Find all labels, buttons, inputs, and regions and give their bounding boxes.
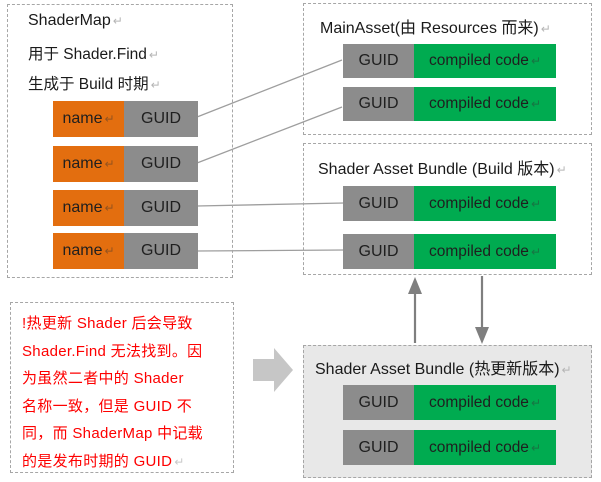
return-mark: ↵	[148, 48, 159, 62]
return-mark: ↵	[530, 244, 541, 259]
name-cell: name↵	[53, 190, 124, 226]
return-mark: ↵	[104, 112, 115, 126]
note-line: 为虽然二者中的 Shader	[22, 370, 184, 387]
note-line-text: 的是发布时期的 GUID	[22, 452, 173, 470]
shadermap-row: name↵ GUID	[53, 146, 198, 182]
shadermap-subtitle1-text: 用于 Shader.Find	[28, 46, 147, 63]
return-mark: ↵	[530, 196, 541, 211]
return-mark: ↵	[530, 440, 541, 455]
name-label: name	[62, 199, 103, 216]
compiled-code-label: compiled code	[428, 194, 529, 212]
hotupdate-bundle-title-text: Shader Asset Bundle (热更新版本)	[315, 361, 560, 378]
guid-cell: GUID	[124, 190, 198, 226]
compiled-code-cell: compiled code↵	[414, 234, 556, 269]
note-box: !热更新 Shader 后会导致 Shader.Find 无法找到。因 为虽然二…	[10, 302, 234, 473]
hotupdate-bundle-row: GUID compiled code↵	[343, 385, 556, 420]
build-bundle-row: GUID compiled code↵	[343, 186, 556, 221]
shadermap-subtitle-2: 生成于 Build 时期↵	[28, 72, 161, 94]
note-line: 同，而 ShaderMap 中记载	[22, 425, 203, 442]
hotupdate-bundle-title: Shader Asset Bundle (热更新版本)↵	[315, 355, 572, 379]
mainasset-title: MainAsset(由 Resources 而来)↵	[320, 14, 551, 38]
return-mark: ↵	[112, 14, 123, 28]
return-mark: ↵	[530, 395, 541, 410]
return-mark: ↵	[104, 157, 115, 171]
compiled-code-cell: compiled code↵	[414, 385, 556, 420]
block-arrow-icon	[253, 348, 293, 392]
return-mark: ↵	[556, 163, 567, 177]
guid-cell: GUID	[124, 146, 198, 182]
build-bundle-title-text: Shader Asset Bundle (Build 版本)	[318, 161, 555, 178]
build-bundle-row: GUID compiled code↵	[343, 234, 556, 269]
shadermap-row: name↵ GUID	[53, 101, 198, 137]
mainasset-title-text: MainAsset(由 Resources 而来)	[320, 20, 539, 37]
down-arrow-head-icon	[475, 327, 489, 344]
guid-cell: GUID	[343, 44, 414, 78]
return-mark: ↵	[540, 22, 551, 36]
guid-cell: GUID	[343, 430, 414, 465]
compiled-code-label: compiled code	[428, 52, 529, 69]
compiled-code-cell: compiled code↵	[414, 87, 556, 121]
connector-line-2	[196, 106, 343, 164]
note-line: 名称一致，但是 GUID 不	[22, 397, 193, 415]
note-line: 的是发布时期的 GUID↵	[22, 448, 225, 476]
guid-cell: GUID	[343, 385, 414, 420]
guid-cell: GUID	[343, 87, 414, 121]
build-bundle-title: Shader Asset Bundle (Build 版本)↵	[318, 155, 567, 179]
return-mark: ↵	[561, 363, 572, 377]
connector-line-3	[196, 202, 345, 207]
guid-cell: GUID	[343, 234, 414, 269]
note-line: !热更新 Shader 后会导致	[22, 315, 193, 332]
return-mark: ↵	[104, 201, 115, 215]
name-label: name	[62, 155, 103, 172]
return-mark: ↵	[530, 54, 541, 68]
name-label: name	[62, 110, 103, 127]
name-cell: name↵	[53, 146, 124, 182]
guid-cell: GUID	[124, 233, 198, 269]
compiled-code-label: compiled code	[428, 95, 529, 112]
name-cell: name↵	[53, 101, 124, 137]
name-cell: name↵	[53, 233, 124, 269]
guid-cell: GUID	[343, 186, 414, 221]
shadermap-subtitle2-text: 生成于 Build 时期	[28, 76, 149, 93]
compiled-code-label: compiled code	[428, 438, 529, 456]
shadermap-title-text: ShaderMap	[28, 12, 111, 29]
note-text: !热更新 Shader 后会导致 Shader.Find 无法找到。因 为虽然二…	[22, 310, 225, 475]
build-bundle-box: Shader Asset Bundle (Build 版本)↵ GUID com…	[303, 143, 592, 275]
shadermap-row: name↵ GUID	[53, 190, 198, 226]
shadermap-title: ShaderMap↵	[28, 12, 123, 30]
up-arrow-head-icon	[408, 277, 422, 294]
hotupdate-bundle-row: GUID compiled code↵	[343, 430, 556, 465]
compiled-code-cell: compiled code↵	[414, 44, 556, 78]
note-line: Shader.Find 无法找到。因	[22, 342, 203, 360]
shadermap-box: ShaderMap↵ 用于 Shader.Find↵ 生成于 Build 时期↵…	[7, 4, 233, 278]
mainasset-row: GUID compiled code↵	[343, 87, 556, 121]
return-mark: ↵	[530, 97, 541, 111]
return-mark: ↵	[174, 454, 185, 469]
shadermap-subtitle-1: 用于 Shader.Find↵	[28, 42, 159, 64]
name-label: name	[62, 242, 103, 259]
connector-line-4	[196, 249, 345, 252]
compiled-code-label: compiled code	[428, 393, 529, 411]
hotupdate-bundle-box: Shader Asset Bundle (热更新版本)↵ GUID compil…	[303, 345, 592, 478]
guid-cell: GUID	[124, 101, 198, 137]
compiled-code-label: compiled code	[428, 242, 529, 260]
connector-line-1	[196, 59, 343, 118]
mainasset-box: MainAsset(由 Resources 而来)↵ GUID compiled…	[303, 3, 592, 135]
mainasset-row: GUID compiled code↵	[343, 44, 556, 78]
return-mark: ↵	[104, 244, 115, 258]
compiled-code-cell: compiled code↵	[414, 186, 556, 221]
shadermap-row: name↵ GUID	[53, 233, 198, 269]
return-mark: ↵	[150, 78, 161, 92]
compiled-code-cell: compiled code↵	[414, 430, 556, 465]
